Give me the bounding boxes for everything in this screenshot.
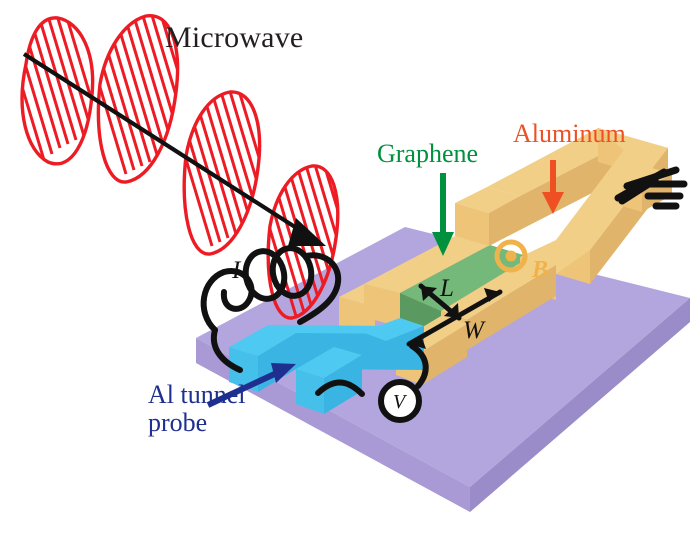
width-label: W	[463, 317, 484, 344]
voltmeter-label: V	[393, 391, 406, 413]
aluminum-callout-arrow	[542, 160, 564, 214]
dimension-arrow-L	[418, 283, 462, 321]
current-source	[200, 245, 342, 373]
microwave-label: Microwave	[165, 21, 304, 54]
magnetic-field-label: B	[532, 257, 549, 283]
probe-callout-arrow	[206, 363, 296, 408]
al-tunnel-probe-label: Al tunnel probe	[148, 380, 246, 437]
microwave-axis-arrow	[22, 52, 326, 246]
aluminum-label: Aluminum	[513, 119, 626, 148]
dimension-arrow-W	[406, 288, 503, 349]
graphene-label: Graphene	[377, 139, 479, 168]
voltmeter	[315, 343, 429, 423]
graphene-callout-arrow	[432, 173, 454, 256]
magnetic-field-symbol	[494, 239, 528, 273]
current-label: I	[232, 257, 241, 284]
length-label: L	[440, 275, 454, 302]
ground-symbol	[614, 166, 688, 210]
